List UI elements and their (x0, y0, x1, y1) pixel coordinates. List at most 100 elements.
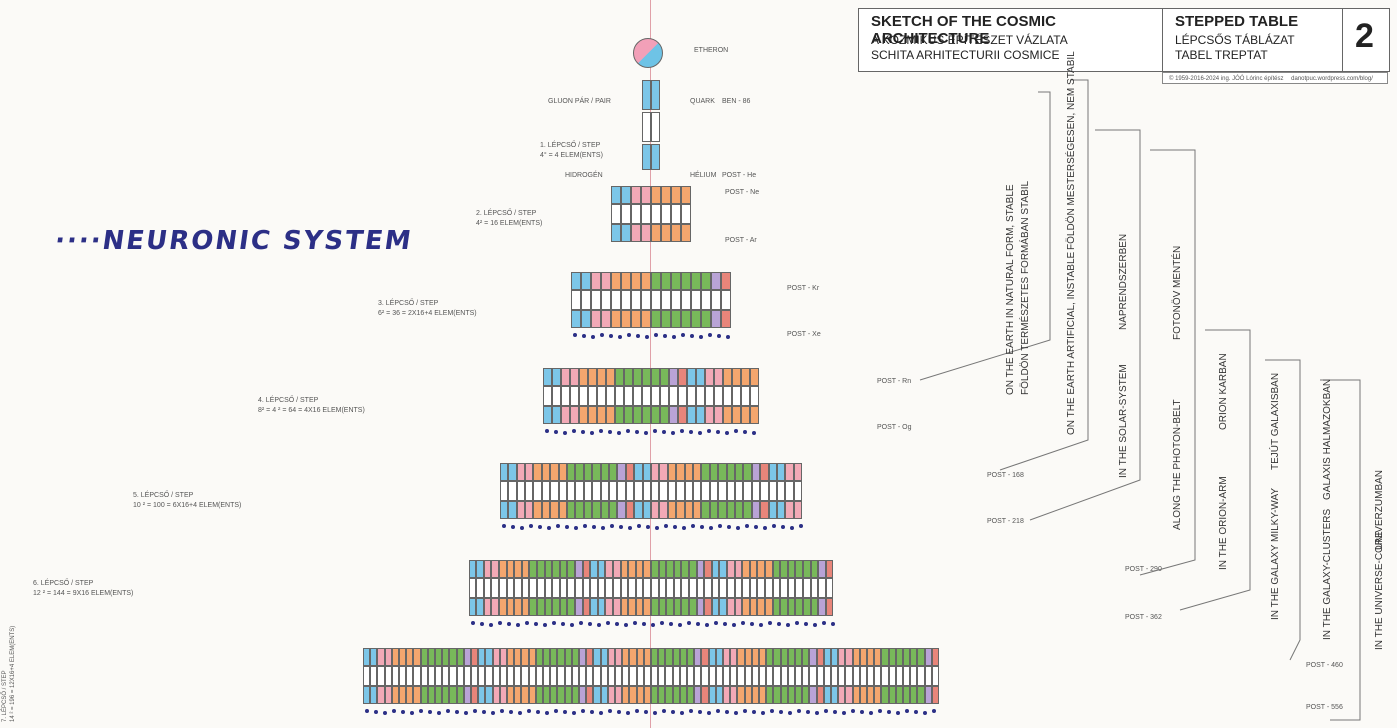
table-cell (689, 598, 697, 616)
neuron-dot (627, 333, 631, 337)
neuron-dot (806, 710, 810, 714)
table-cell (903, 686, 911, 704)
table-cell (592, 501, 601, 519)
post-label: POST - Rn (877, 378, 912, 385)
table-cell (499, 686, 507, 704)
neuron-dot (752, 431, 756, 435)
table-cell (888, 666, 896, 686)
table-cell (586, 686, 594, 704)
table-cell (845, 686, 853, 704)
table-cell (757, 560, 765, 578)
table-cell (636, 648, 644, 666)
table-cell (757, 598, 765, 616)
table-cell (735, 463, 744, 481)
table-cell (642, 368, 651, 386)
neuron-dot (671, 710, 675, 714)
hydrogen-label: HIDROGÉN (565, 172, 603, 179)
table-cell (711, 598, 720, 616)
table-cell (606, 386, 615, 406)
table-cell (521, 578, 530, 598)
table-cell (575, 560, 583, 578)
table-cell (737, 686, 745, 704)
table-cell (642, 386, 651, 406)
table-cell (601, 272, 611, 290)
table-cell (651, 598, 659, 616)
table-cell (629, 666, 637, 686)
table-cell (363, 648, 371, 666)
table-cell (491, 598, 499, 616)
table-cell (718, 463, 727, 481)
neuron-dot (896, 711, 900, 715)
table-cell (550, 501, 559, 519)
table-cell (613, 560, 621, 578)
table-cell (737, 648, 745, 666)
table-cell (785, 481, 794, 501)
neuron-dot (555, 524, 560, 528)
table-cell (874, 666, 882, 686)
table-cell (508, 463, 517, 481)
table-cell (888, 686, 896, 704)
step-4-label: 4. LÉPCSŐ / STEP (258, 397, 319, 404)
table-cell (641, 224, 651, 242)
table-cell (694, 648, 702, 666)
table-cell (809, 686, 817, 704)
table-cell (658, 666, 666, 686)
table-cell (795, 560, 803, 578)
table-cell (705, 406, 714, 424)
table-cell (537, 598, 545, 616)
table-cell (681, 310, 691, 328)
table-cell (384, 666, 392, 686)
table-cell (711, 310, 721, 328)
table-cell (831, 666, 839, 686)
table-cell (579, 368, 588, 386)
table-cell (564, 686, 572, 704)
table-cell (370, 648, 378, 666)
table-cell (643, 666, 651, 686)
neuron-dot (735, 526, 740, 530)
table-cell (521, 666, 529, 686)
table-cell (687, 686, 695, 704)
table-cell (671, 272, 681, 290)
neuron-dot (609, 334, 613, 338)
neuron-dot (536, 710, 540, 714)
table-cell (831, 686, 839, 704)
table-cell (787, 598, 796, 616)
table-cell (605, 578, 613, 598)
table-cell (471, 666, 479, 686)
neuron-dot (690, 524, 695, 528)
neuron-dot (554, 430, 558, 434)
table-cell (803, 578, 811, 598)
table-cell (665, 666, 673, 686)
table-cell (785, 463, 794, 481)
table-cell (468, 598, 477, 616)
table-cell (714, 368, 723, 386)
neuron-dot (600, 333, 604, 337)
table-cell (593, 648, 601, 666)
table-cell (435, 686, 443, 704)
table-cell (924, 666, 932, 686)
table-cell (561, 386, 570, 406)
table-cell (641, 186, 651, 204)
table-cell (859, 666, 867, 686)
table-cell (687, 368, 696, 386)
neuron-dot (797, 709, 801, 713)
neuron-dot (488, 623, 493, 627)
neuron-dot (726, 335, 730, 339)
table-cell (693, 481, 702, 501)
table-cell (673, 578, 682, 598)
table-cell (708, 666, 716, 686)
table-cell (793, 463, 803, 481)
table-cell (600, 666, 608, 686)
neuron-dot (713, 621, 718, 625)
table-cell (557, 686, 565, 704)
table-cell (634, 481, 643, 501)
table-cell (550, 463, 559, 481)
table-cell (719, 578, 727, 598)
table-cell (483, 578, 492, 598)
table-cell (772, 598, 781, 616)
table-cell (516, 463, 525, 481)
table-cell (399, 666, 407, 686)
table-cell (741, 406, 750, 424)
neuron-dot (654, 333, 658, 337)
table-cell (669, 368, 678, 386)
